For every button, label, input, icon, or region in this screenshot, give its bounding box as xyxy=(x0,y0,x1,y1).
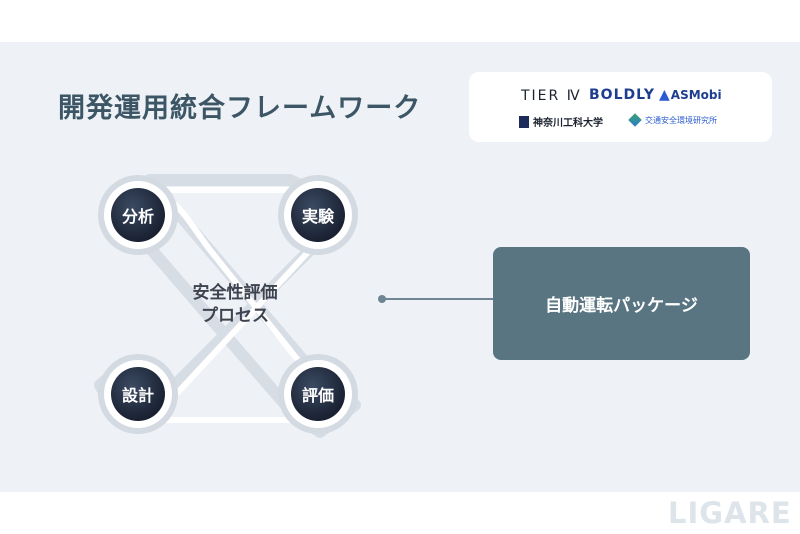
process-diagram: 分析 実験 設計 評価 安全性評価 プロセス xyxy=(90,170,380,440)
center-label-line-1: 安全性評価 xyxy=(192,283,278,303)
kanagawa-logo-text: 神奈川工科大学 xyxy=(533,118,603,129)
asmobi-logo: ▲ASMobi xyxy=(659,87,722,103)
node-experiment: 実験 xyxy=(291,188,345,242)
tier4-logo: TIER Ⅳ xyxy=(521,88,582,104)
page-title: 開発運用統合フレームワーク xyxy=(58,93,422,124)
kanagawa-mark-icon xyxy=(519,116,529,128)
node-design: 設計 xyxy=(111,367,165,421)
node-analysis: 分析 xyxy=(111,188,165,242)
koutsu-logo-text: 交通安全環境研究所 xyxy=(645,116,717,125)
connector-line xyxy=(381,298,493,300)
kanagawa-logo: 神奈川工科大学 xyxy=(519,114,603,129)
diagram-center-label: 安全性評価 プロセス xyxy=(170,282,300,328)
asmobi-mark-icon: ▲ xyxy=(659,87,670,103)
boldly-logo: BOLDLY xyxy=(589,87,655,103)
asmobi-logo-text: ASMobi xyxy=(670,88,722,102)
autonomous-driving-package-box: 自動運転パッケージ xyxy=(493,247,750,360)
ligare-watermark: LIGARE xyxy=(668,496,792,530)
koutsu-logo: 交通安全環境研究所 xyxy=(628,113,717,127)
koutsu-mark-icon xyxy=(628,113,642,127)
center-label-line-2: プロセス xyxy=(201,306,269,326)
partner-logos-panel: TIER Ⅳ BOLDLY ▲ASMobi 神奈川工科大学 交通安全環境研究所 xyxy=(469,72,772,142)
node-evaluation: 評価 xyxy=(291,367,345,421)
connector-dot xyxy=(378,295,386,303)
